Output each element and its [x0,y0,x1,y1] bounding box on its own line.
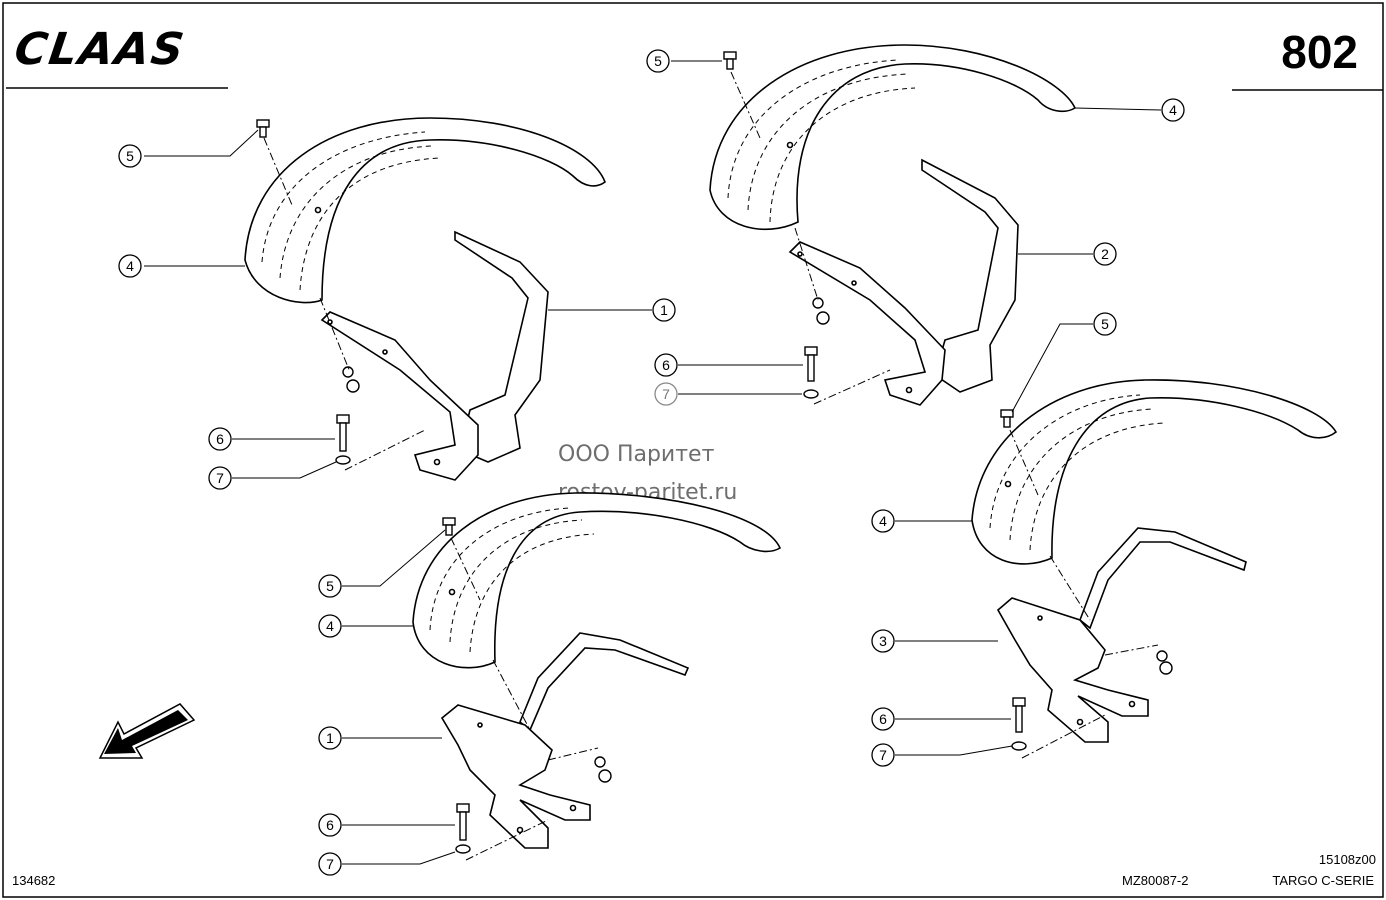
callout-bubble: 4 [318,614,342,638]
svg-text:2: 2 [1101,246,1109,262]
watermark-company: ООО Паритет [558,442,715,467]
callout-bubble: 4 [118,254,142,278]
assembly-bottom-left [412,492,782,861]
svg-text:3: 3 [879,633,887,649]
svg-text:4: 4 [879,513,887,529]
assembly-bottom-right [971,379,1338,759]
callout-bubbles: 5 4 1 6 7 5 4 2 6 7 5 4 1 6 7 5 4 3 6 7 [118,49,1185,876]
sheet-number: 802 [1281,26,1358,78]
fastener-set [442,517,612,854]
svg-text:5: 5 [654,53,662,69]
fastener-set [256,119,360,465]
svg-text:5: 5 [326,578,334,594]
fastener-set [1000,409,1173,751]
footer-revision-code: 15108z00 [1319,852,1376,867]
callout-bubble: 5 [318,574,342,598]
callout-bubble: 7 [871,743,895,767]
svg-text:6: 6 [662,357,670,373]
bracket-part [320,230,549,481]
svg-text:7: 7 [326,856,334,872]
footer-drawing-code: MZ80087-2 [1122,873,1188,888]
callout-bubble: 6 [318,813,342,837]
svg-text:4: 4 [1169,102,1177,118]
svg-text:1: 1 [326,730,334,746]
callout-bubble: 5 [118,144,142,168]
svg-text:5: 5 [126,148,134,164]
fender-part [709,44,1077,231]
fender-part [244,117,606,304]
callout-bubble: 5 [646,49,670,73]
bracket-part [440,632,690,849]
svg-text:6: 6 [326,817,334,833]
callout-bubble: 2 [1093,242,1117,266]
dashdot-axes [450,537,599,861]
callout-bubble: 1 [652,298,676,322]
brand-logo: CLAAS [11,24,188,75]
svg-text:4: 4 [126,258,134,274]
bracket-part [788,158,1019,406]
svg-text:7: 7 [216,470,224,486]
assembly-top-right [709,44,1077,406]
bracket-part [996,527,1247,743]
svg-text:7: 7 [879,747,887,763]
callout-bubble: 6 [208,427,232,451]
callout-bubble: 3 [871,629,895,653]
svg-text:6: 6 [879,711,887,727]
callout-leaders [144,60,1162,865]
footer-left-code: 134682 [12,873,55,888]
fender-part [971,379,1338,565]
callout-bubble: 7 [318,852,342,876]
dashdot-axes [263,137,426,471]
callout-bubble: 6 [871,707,895,731]
svg-text:6: 6 [216,431,224,447]
callout-bubble: 5 [1093,312,1117,336]
fender-part [412,492,782,669]
dashdot-axes [1009,429,1159,759]
callout-bubble: 4 [1161,98,1185,122]
callout-bubble: 7 [208,466,232,490]
svg-text:4: 4 [326,618,334,634]
svg-text:7: 7 [662,386,670,402]
dashdot-axes [730,71,891,405]
svg-text:1: 1 [660,302,668,318]
callout-bubble: 6 [654,353,678,377]
callout-bubble: 1 [318,726,342,750]
fastener-set [723,51,830,399]
assembly-top-left [244,117,606,481]
callout-bubble: 4 [871,509,895,533]
callout-bubble: 7 [654,382,678,406]
footer-series: TARGO C-SERIE [1272,873,1374,888]
svg-text:5: 5 [1101,316,1109,332]
travel-direction-arrow-icon [98,703,196,759]
